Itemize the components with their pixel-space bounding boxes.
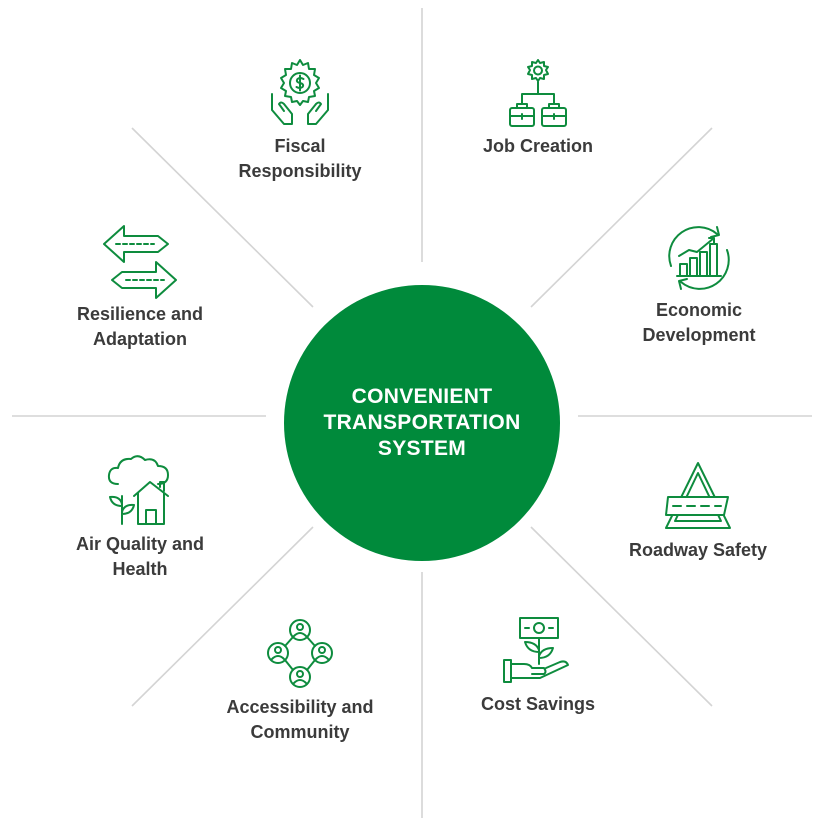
label-line: Community (250, 722, 350, 742)
hub-title-line-2: TRANSPORTATION (323, 411, 521, 434)
cloud-house-plant-icon (100, 452, 180, 532)
label-line: Accessibility and (226, 697, 374, 717)
hub-circle: CONVENIENT TRANSPORTATION SYSTEM (284, 285, 560, 561)
benefit-job-creation: Job Creation (438, 54, 638, 159)
label-line: Roadway Safety (628, 540, 768, 560)
label-line: Health (112, 559, 168, 579)
hub-title-line-1: CONVENIENT (351, 385, 493, 408)
spoke-bottom-left (131, 526, 314, 707)
people-network-icon (260, 615, 340, 695)
benefit-resilience-adaptation: Resilience and Adaptation (40, 222, 240, 352)
benefit-label: Air Quality and Health (76, 532, 204, 582)
benefit-roadway-safety: Roadway Safety (598, 458, 798, 563)
spoke-top-right (530, 127, 713, 308)
label-line: Economic (655, 300, 743, 320)
benefit-label: Cost Savings (481, 692, 595, 717)
benefit-economic-development: Economic Development (599, 218, 799, 348)
hub-title-line-3: SYSTEM (377, 437, 467, 460)
label-line: Cost Savings (480, 694, 596, 714)
two-way-arrows-icon (100, 222, 180, 302)
label-line: Fiscal (274, 136, 326, 156)
benefit-accessibility-community: Accessibility and Community (200, 615, 400, 745)
label-line: Responsibility (238, 161, 362, 181)
money-plant-hand-icon (498, 612, 578, 692)
growth-chart-cycle-icon (659, 218, 739, 298)
label-line: Air Quality and (75, 534, 205, 554)
spoke-top-left (131, 127, 314, 308)
org-chart-briefcase-icon (498, 54, 578, 134)
label-line: Adaptation (93, 329, 187, 349)
benefit-label: Fiscal Responsibility (238, 134, 361, 184)
label-line: Resilience and (76, 304, 204, 324)
benefit-label: Job Creation (483, 134, 593, 159)
label-line: Development (642, 325, 756, 345)
benefit-label: Accessibility and Community (226, 695, 373, 745)
spoke-bottom-right (530, 526, 713, 707)
benefit-air-quality-health: Air Quality and Health (40, 452, 240, 582)
road-warning-sign-icon (658, 458, 738, 538)
benefit-label: Resilience and Adaptation (77, 302, 203, 352)
benefit-fiscal-responsibility: Fiscal Responsibility (200, 54, 400, 184)
benefit-label: Roadway Safety (629, 538, 767, 563)
benefit-label: Economic Development (642, 298, 755, 348)
benefit-cost-savings: Cost Savings (438, 612, 638, 717)
gear-dollar-hands-icon (260, 54, 340, 134)
label-line: Job Creation (482, 136, 593, 156)
